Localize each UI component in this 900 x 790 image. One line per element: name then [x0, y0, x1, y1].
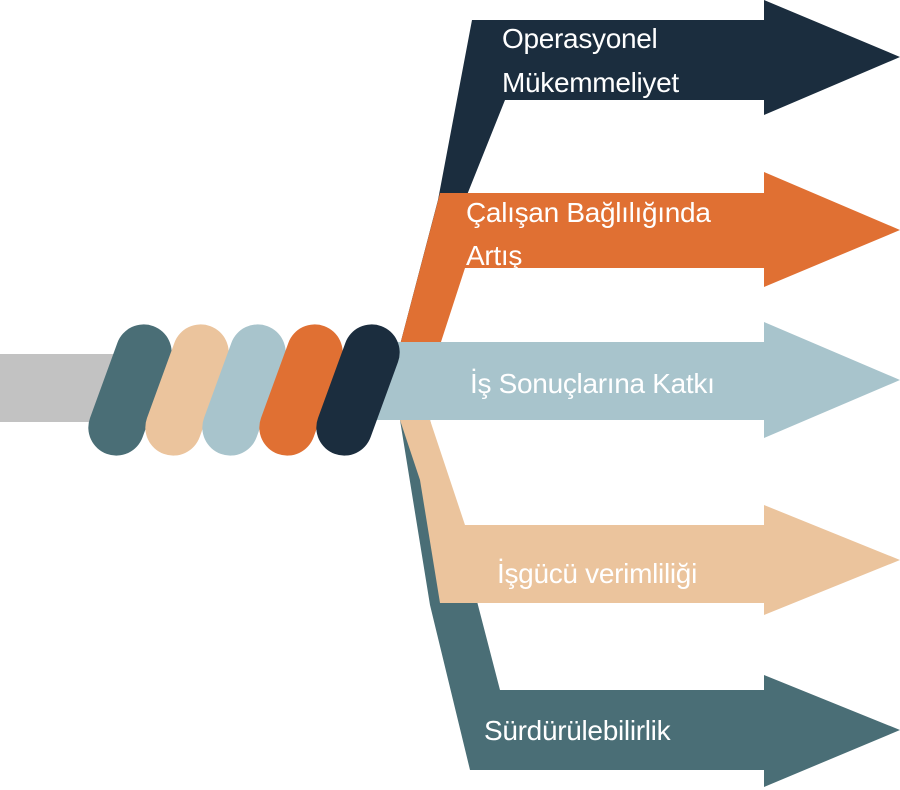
- arrow-shape: [360, 322, 900, 438]
- arrow-label: İş Sonuçlarına Katkı: [470, 368, 715, 399]
- arrow-shape: [400, 420, 900, 787]
- arrow-label-line-1: Operasyonel: [502, 23, 657, 54]
- rope-strand-navy: [316, 324, 400, 456]
- arrow-shape: [400, 420, 900, 615]
- rope-strand-teal: [88, 324, 172, 456]
- rope-strand-orange: [259, 324, 343, 456]
- rope-strand-light-blue: [202, 324, 286, 456]
- arrow-label-line-2: Mükemmeliyet: [502, 67, 679, 98]
- arrow-surdurulebilirlik: Sürdürülebilirlik: [400, 420, 900, 787]
- arrow-label-line-2: Artış: [466, 240, 522, 271]
- arrow-isgucu-verimliligi: İşgücü verimliliği: [400, 420, 900, 615]
- arrow-label: Sürdürülebilirlik: [484, 715, 672, 746]
- arrow-shape: [400, 0, 900, 345]
- arrow-operasyonel-mukemmeliyet: Operasyonel Mükemmeliyet: [400, 0, 900, 345]
- arrow-is-sonuclarina-katki: İş Sonuçlarına Katkı: [360, 322, 900, 438]
- rope-strand-peach: [145, 324, 229, 456]
- arrow-shape: [400, 172, 900, 345]
- arrow-calisan-bagliligi: Çalışan Bağlılığında Artış: [400, 172, 900, 345]
- arrow-label: İşgücü verimliliği: [497, 558, 697, 589]
- arrow-label-line-1: Çalışan Bağlılığında: [466, 197, 711, 228]
- twisted-rope: [88, 324, 400, 456]
